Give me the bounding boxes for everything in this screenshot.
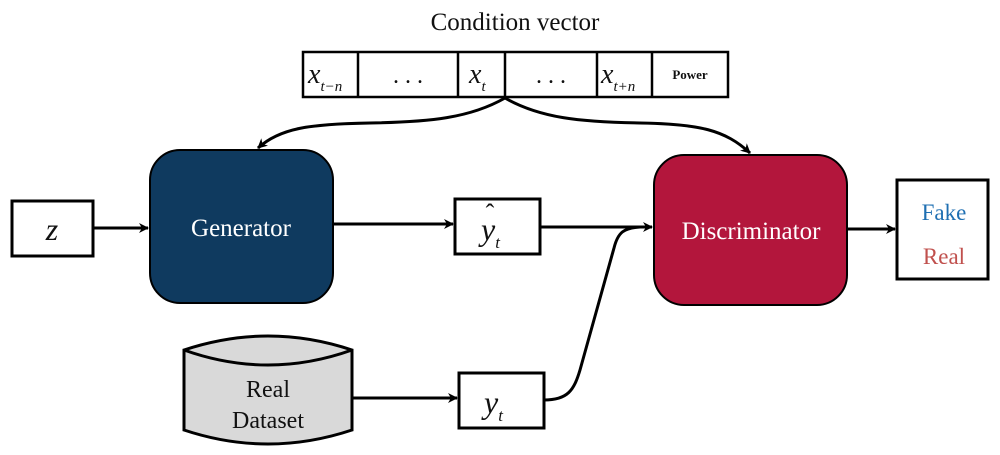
noise-z-label: z	[45, 211, 59, 247]
condition-vector: xt−n . . . xt . . . xt+n Power	[301, 50, 730, 99]
output-node: Fake Real	[895, 178, 990, 281]
fake-sample-label: yt	[478, 211, 501, 252]
real-dataset-node: Real Dataset	[182, 334, 354, 446]
generator-node: Generator	[149, 149, 334, 304]
real-sample-label: yt	[481, 384, 504, 425]
hat-accent: ˆ	[486, 199, 495, 228]
discriminator-node: Discriminator	[653, 154, 848, 306]
discriminator-label: Discriminator	[682, 218, 822, 245]
cv-cell-x-t-plus-n: xt+n	[600, 59, 635, 95]
real-sample-node: yt	[457, 371, 546, 430]
generator-label: Generator	[191, 215, 292, 242]
cv-cell-power: Power	[672, 67, 708, 82]
diagram-title: Condition vector	[431, 9, 600, 36]
output-fake-label: Fake	[922, 200, 967, 225]
output-real-label: Real	[923, 244, 965, 269]
arrow-real-sample-to-discriminator	[543, 225, 641, 402]
cv-cell-ellipsis-right: . . .	[536, 63, 566, 89]
noise-z-node: z	[10, 199, 95, 258]
arrow-condition-to-generator	[256, 96, 506, 150]
cv-cell-x-t: xt	[468, 59, 486, 95]
dataset-label-line2: Dataset	[232, 408, 304, 434]
cv-cell-ellipsis-left: . . .	[393, 63, 423, 89]
cv-cell-x-t-minus-n: xt−n	[307, 59, 342, 95]
fake-sample-node: yt ˆ	[453, 197, 542, 256]
arrow-condition-to-discriminator	[504, 96, 752, 155]
dataset-label-line1: Real	[246, 377, 290, 403]
